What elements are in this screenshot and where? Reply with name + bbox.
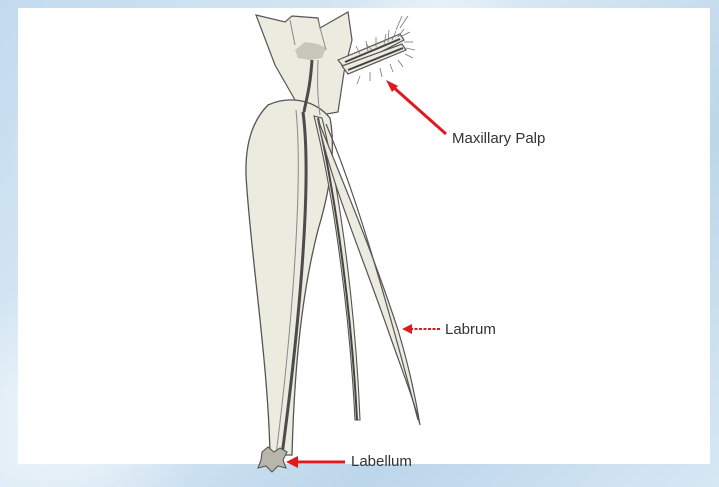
labrum-label: Labrum: [445, 321, 496, 338]
labellum-arrow: [286, 456, 345, 468]
labrum-arrow: [402, 324, 440, 334]
labrum: [318, 120, 420, 425]
maxillary-palp-arrow: [386, 80, 446, 134]
maxillary-palp-label: Maxillary Palp: [452, 130, 545, 147]
labium-sheath: [246, 100, 332, 455]
labellum-label: Labellum: [351, 453, 412, 470]
labellum: [258, 447, 287, 472]
